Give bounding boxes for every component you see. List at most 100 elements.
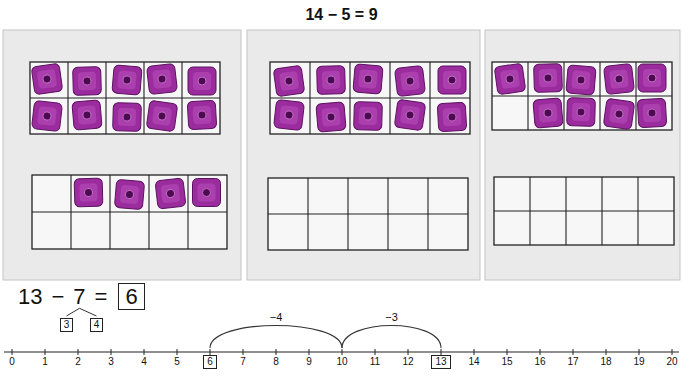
cube-face [118, 108, 136, 126]
tick-mark [111, 349, 112, 355]
cube-dot [614, 109, 623, 118]
cube [32, 101, 63, 132]
cube-dot [505, 74, 514, 83]
cube-face [117, 70, 136, 89]
cube-dot [364, 112, 372, 120]
ten-frame [270, 62, 470, 134]
cube-dot [577, 108, 585, 116]
tick-mark [375, 349, 376, 355]
cube-dot [198, 111, 206, 119]
cube-body [113, 103, 142, 132]
cube-body [146, 100, 178, 132]
cube-face [443, 108, 462, 127]
ten-frame [30, 62, 220, 134]
cube-face [198, 184, 216, 202]
cube-body [114, 179, 144, 209]
cube-body [567, 98, 596, 127]
tick-mark [672, 349, 673, 355]
cube [273, 65, 305, 97]
tick-mark [573, 349, 574, 355]
tick-number: 17 [567, 356, 578, 368]
title: 14 − 5 = 9 [305, 6, 377, 24]
cube [534, 64, 563, 93]
cube-body [317, 66, 346, 95]
tick-mark [78, 349, 79, 355]
answer-box: 6 [118, 283, 144, 310]
cube-face [609, 104, 629, 124]
cube-face [322, 71, 340, 89]
tick-number: 4 [141, 356, 147, 368]
box-text: 6 [204, 356, 216, 368]
cube [494, 63, 526, 95]
cube-body [193, 179, 221, 207]
tick-mark [408, 349, 409, 355]
tick-mark [474, 349, 475, 355]
cube [566, 65, 596, 95]
cube [437, 102, 467, 132]
tick-number: 12 [402, 356, 413, 368]
cube-dot [83, 77, 91, 85]
jump-arc [210, 326, 342, 349]
cube [394, 99, 426, 131]
tick-number: 7 [240, 356, 246, 368]
cube-dot [43, 112, 52, 121]
cube [316, 102, 346, 132]
split-leader [79, 308, 96, 316]
tick-number: 9 [306, 356, 312, 368]
cube-body [534, 64, 563, 93]
tick-number: 15 [501, 356, 512, 368]
cube-face [443, 71, 461, 89]
tick-mark [639, 349, 640, 355]
cube-face [152, 106, 172, 126]
frame-border [494, 177, 674, 245]
cube-face [643, 69, 661, 87]
photo-panel [247, 30, 480, 280]
cube-body [604, 64, 635, 95]
equation-part: 7 [73, 284, 85, 309]
tick-mark [342, 349, 343, 355]
cube [354, 102, 383, 131]
cube-body [31, 63, 63, 95]
cube-face [79, 183, 97, 201]
tick-mark [144, 349, 145, 355]
cube-dot [648, 74, 656, 82]
cube-body [187, 100, 217, 130]
cube-face [37, 106, 57, 126]
cube-dot [406, 77, 415, 86]
tick-number: 16 [534, 356, 545, 368]
ten-frame [32, 175, 227, 249]
cube-dot [203, 189, 211, 197]
cube-body [273, 65, 305, 97]
cube-face [539, 69, 557, 87]
cube-face [538, 103, 557, 122]
tick-number: 5 [174, 356, 180, 368]
tick-number: 11 [370, 356, 380, 368]
cube-face [78, 72, 96, 90]
cube [637, 98, 667, 128]
cube-face [321, 107, 340, 126]
cube [114, 179, 144, 209]
tick-number: 2 [75, 356, 81, 368]
jump-label: −3 [385, 311, 398, 324]
cube-body [566, 65, 596, 95]
cube-dot [83, 111, 92, 120]
cube [438, 66, 466, 94]
cube-face [279, 105, 299, 125]
cube-body [437, 102, 467, 132]
cube-body [274, 100, 305, 131]
cube-body [638, 64, 666, 92]
cube-face [359, 107, 377, 125]
tick-mark [309, 349, 310, 355]
cube-body [637, 98, 667, 128]
cube-dot [327, 76, 335, 84]
tick-mark [276, 349, 277, 355]
cube [274, 100, 305, 131]
cube-body [354, 102, 383, 131]
marked-number-box: 6 [203, 355, 217, 369]
tick-number: 14 [468, 356, 479, 368]
tick-number: 0 [9, 356, 15, 368]
cube-face [500, 69, 520, 89]
cube-dot [42, 74, 51, 83]
tick-number: 10 [336, 356, 347, 368]
cube-dot [123, 76, 132, 85]
